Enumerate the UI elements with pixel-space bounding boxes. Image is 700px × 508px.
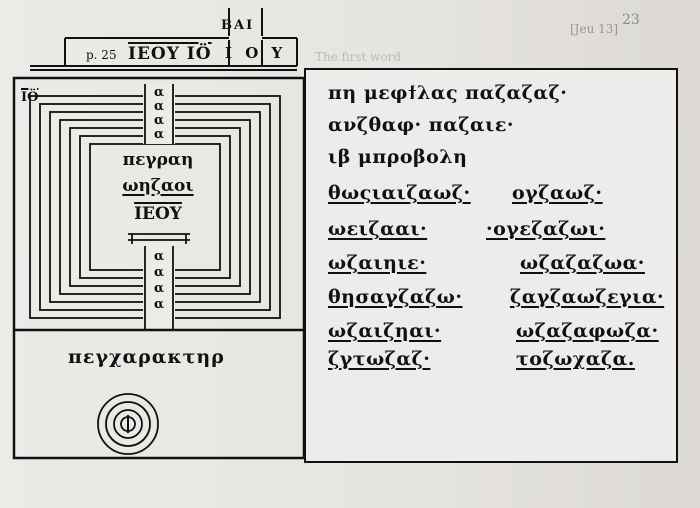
seal-diagram (12, 8, 306, 460)
name-left-4: θησαγζαζω· (328, 286, 463, 308)
name-right-4: ζαγζαωζεγια· (510, 286, 665, 308)
ladder-glyph: α (153, 281, 164, 296)
ladder-glyph: α (153, 99, 164, 114)
page-ref-label: p. 25 (86, 48, 117, 62)
page-number: 23 (622, 12, 640, 28)
ladder-glyph: α (153, 113, 164, 128)
name-left-6: ζγτωζαζ· (328, 348, 431, 370)
name-right-6: τοζωχαζα. (516, 348, 635, 370)
center-line-3: ΙΕΟΥ (134, 204, 182, 224)
panel-line-3: ιβ μπροβολη (328, 146, 468, 168)
center-line-1: πεγραη (122, 150, 194, 170)
ladder-glyph: α (153, 265, 164, 280)
name-right-1: ογζαωζ· (512, 182, 603, 204)
names-panel: πη μεφϯλας παζαζαζ· ανζθαφ· παζαιε· ιβ μ… (304, 68, 678, 463)
section-ref: [Jeu 13] (570, 22, 619, 36)
ladder-glyph: α (153, 249, 164, 264)
name-left-2: ωειζααι· (328, 218, 428, 240)
faint-top-line: The first word (315, 50, 402, 64)
ladder-glyph: α (153, 85, 164, 100)
top-letters: I O Y (225, 44, 287, 62)
name-right-2: ·ογεζαζωι· (486, 218, 606, 240)
panel-line-2: ανζθαφ· παζαιε· (328, 114, 515, 136)
side-label: IÖ (21, 90, 39, 105)
name-left-1: θωςιαιζαωζ· (328, 182, 471, 204)
name-right-3: ωζαζαζωα· (520, 252, 645, 274)
name-right-5: ωζαζαφωζα· (516, 320, 659, 342)
top-label: BAI (221, 18, 255, 33)
top-name: IEOY IÖ (128, 44, 212, 64)
ladder-glyph: α (153, 297, 164, 312)
name-left-3: ωζαιηιε· (328, 252, 427, 274)
panel-line-1: πη μεφϯλας παζαζαζ· (328, 82, 568, 104)
character-label: πεγχαρακτηρ (68, 346, 225, 368)
center-line-2: ωηζαοι (122, 176, 194, 196)
name-left-5: ωζαιζηαι· (328, 320, 442, 342)
ladder-glyph: α (153, 127, 164, 142)
